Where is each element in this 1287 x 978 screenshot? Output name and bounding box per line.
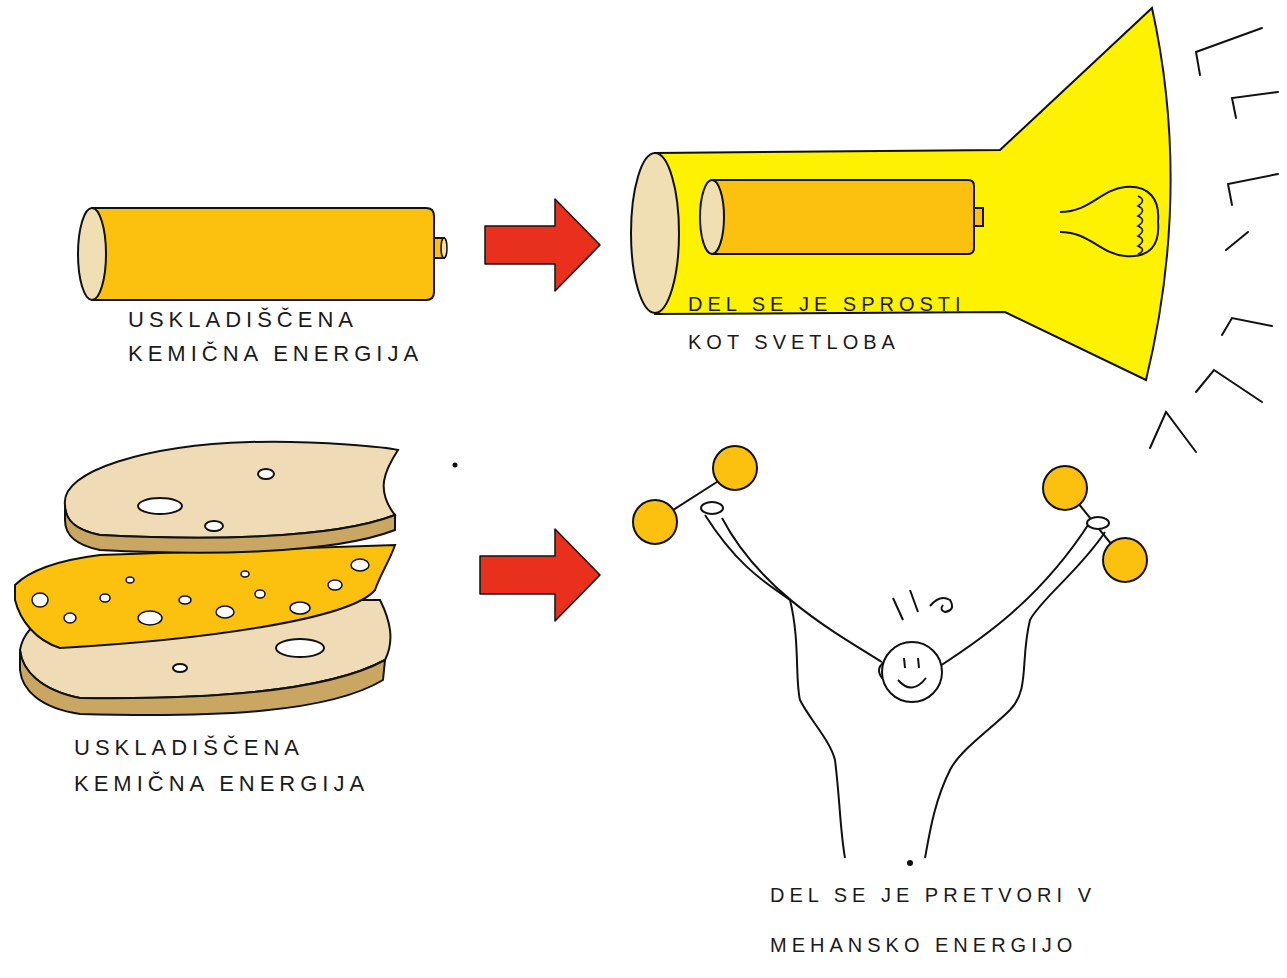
battery-drawing	[78, 208, 447, 300]
person-drawing	[633, 446, 1147, 866]
block-arrow	[480, 529, 600, 621]
caption-text: USKLADIŠČENA KEMIČNA ENERGIJA	[128, 303, 458, 371]
illustration-group: USKLADIŠČENA KEMIČNA ENERGIJA	[10, 440, 480, 806]
block-arrow	[485, 199, 600, 291]
illustration-group: DEL SE JE SPROSTI KOT SVETLOBA	[600, 145, 1160, 365]
illustration-group: USKLADIŠČENA KEMIČNA ENERGIJA	[60, 195, 485, 375]
light-rays	[1150, 28, 1278, 452]
flashlight-drawing	[631, 8, 1171, 380]
illustration-group: DEL SE JE PRETVORI V MEHANSKO ENERGIJO	[600, 455, 1160, 974]
caption-text: USKLADIŠČENA KEMIČNA ENERGIJA	[74, 730, 404, 802]
sandwich-drawing	[15, 442, 398, 715]
stray-dot	[453, 463, 458, 468]
caption-text: DEL SE JE SPROSTI KOT SVETLOBA	[688, 285, 998, 361]
caption-text: DEL SE JE PRETVORI V MEHANSKO ENERGIJO	[770, 870, 1115, 970]
